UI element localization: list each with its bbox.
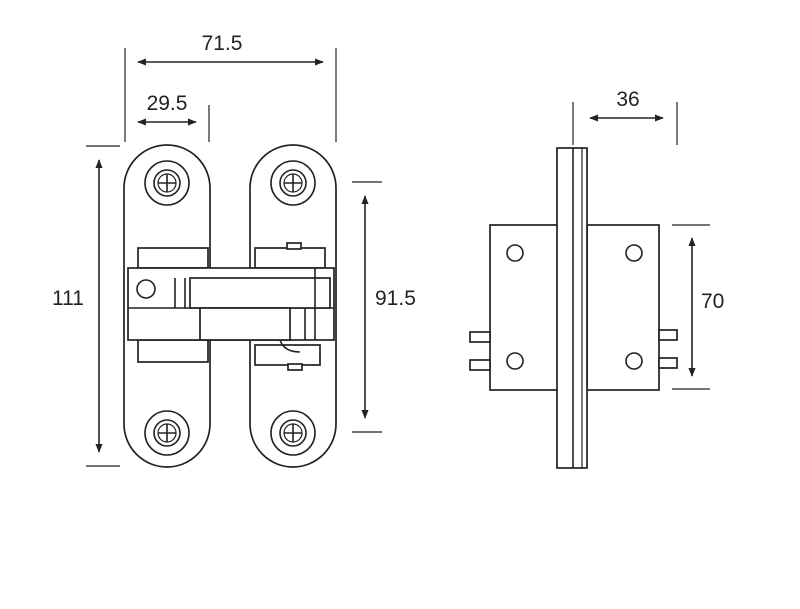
dimension-hole-spacing: 91.5 [352,181,416,433]
dimension-leaf-width: 29.5 [137,92,210,142]
left-body-block [489,224,559,391]
front-view: 71.5 29.5 111 91.5 [52,32,416,468]
side-depth-label: 36 [616,88,639,111]
dimension-side-height: 70 [672,224,724,390]
dimension-overall-height: 111 [52,145,120,467]
side-view: 36 70 [469,88,724,469]
pivot-pin [136,279,156,299]
leaf-width-label: 29.5 [147,92,188,115]
hinge-mechanism [127,242,335,371]
overall-width-label: 71.5 [202,32,243,55]
dimension-side-depth: 36 [572,88,678,145]
side-height-label: 70 [701,290,724,313]
overall-height-label: 111 [52,287,84,310]
hole-spacing-label: 91.5 [375,287,416,310]
dimension-overall-width: 71.5 [124,32,337,142]
right-body-block [586,224,660,391]
